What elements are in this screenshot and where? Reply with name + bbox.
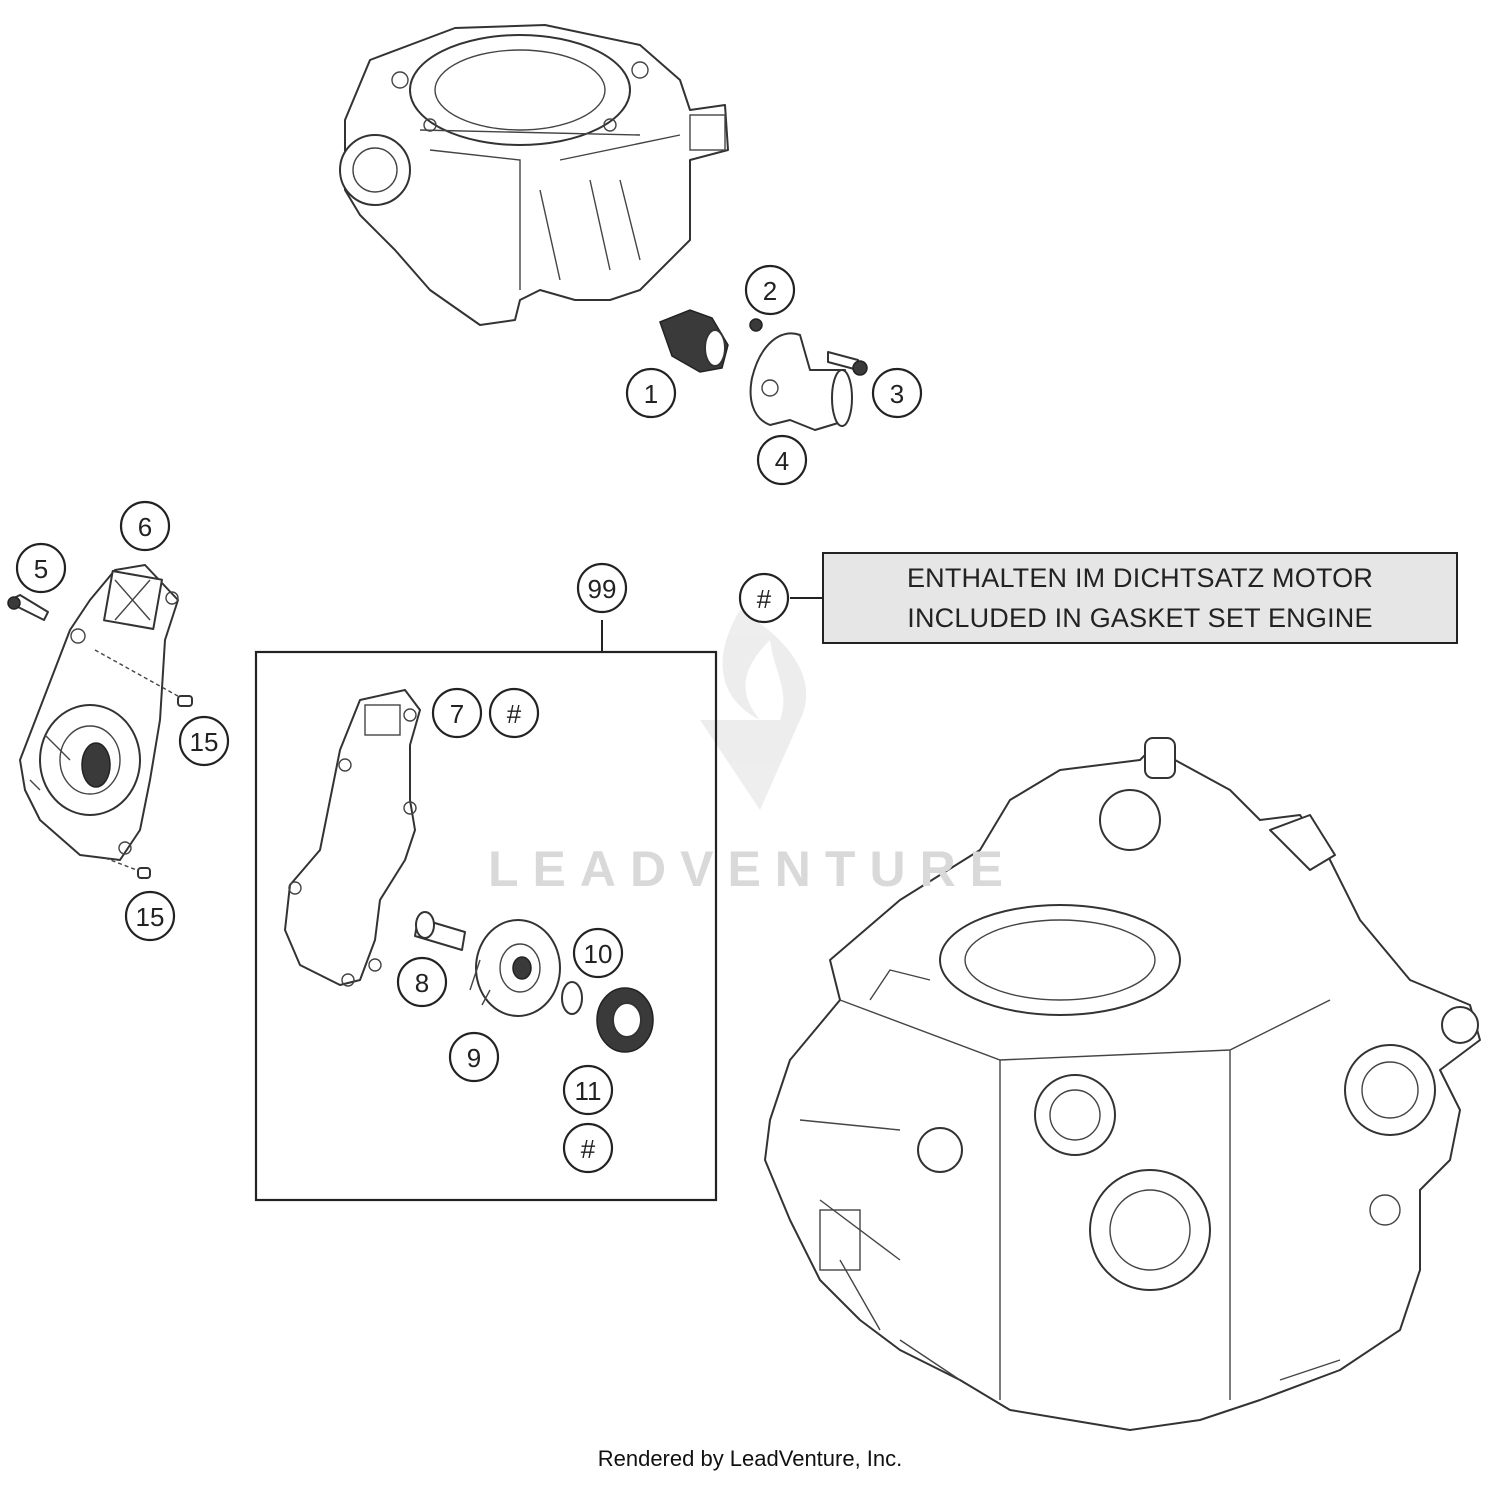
water-pump-cover-drawing — [19, 564, 179, 861]
svg-text:1: 1 — [644, 379, 658, 409]
watermark-text: LEADVENTURE — [488, 841, 1018, 897]
legend-box: ENTHALTEN IM DICHTSATZ MOTOR INCLUDED IN… — [822, 552, 1458, 644]
svg-text:11: 11 — [575, 1076, 602, 1106]
callout-4[interactable]: 4 — [756, 434, 808, 486]
callout-10[interactable]: 10 — [572, 927, 624, 979]
gasket-7-drawing — [284, 689, 421, 987]
svg-text:#: # — [507, 699, 522, 729]
callout-5[interactable]: 5 — [15, 542, 67, 594]
callout-2[interactable]: 2 — [744, 264, 796, 316]
ring-10-drawing — [561, 981, 583, 1015]
callout-15-lower[interactable]: 15 — [124, 890, 176, 942]
dowel-pins-drawing — [94, 649, 193, 879]
svg-text:8: 8 — [415, 968, 429, 998]
thermostat-drawing — [659, 309, 868, 431]
screw-5-drawing — [7, 594, 49, 621]
callout-9[interactable]: 9 — [448, 1031, 500, 1083]
svg-text:#: # — [581, 1134, 596, 1164]
svg-text:#: # — [757, 584, 772, 614]
callout-8[interactable]: 8 — [396, 956, 448, 1008]
svg-text:15: 15 — [136, 902, 165, 932]
callout-11[interactable]: 11 — [562, 1064, 614, 1116]
svg-text:4: 4 — [775, 446, 789, 476]
callout-11-hash[interactable]: # — [562, 1122, 614, 1174]
svg-text:5: 5 — [34, 554, 48, 584]
callout-15-upper[interactable]: 15 — [178, 715, 230, 767]
shaft-8-drawing — [414, 911, 466, 951]
svg-text:99: 99 — [588, 574, 617, 604]
watermark-logo — [700, 610, 807, 810]
kit-99-box — [254, 650, 718, 1202]
svg-text:3: 3 — [890, 379, 904, 409]
seal-11-drawing — [596, 987, 654, 1053]
svg-text:9: 9 — [467, 1043, 481, 1073]
callout-3[interactable]: 3 — [871, 367, 923, 419]
svg-text:6: 6 — [138, 512, 152, 542]
svg-text:2: 2 — [763, 276, 777, 306]
callout-1[interactable]: 1 — [625, 367, 677, 419]
engine-crankcase-drawing — [764, 737, 1481, 1431]
svg-text:10: 10 — [584, 939, 613, 969]
callout-6[interactable]: 6 — [119, 500, 171, 552]
render-credit: Rendered by LeadVenture, Inc. — [597, 1446, 903, 1471]
svg-text:7: 7 — [450, 699, 464, 729]
callout-7-hash[interactable]: # — [488, 687, 540, 739]
cylinder-drawing — [339, 24, 729, 326]
callout-7[interactable]: 7 — [431, 687, 483, 739]
callout-legend-hash[interactable]: # — [738, 572, 790, 624]
callout-99[interactable]: 99 — [576, 562, 628, 614]
svg-text:15: 15 — [190, 727, 219, 757]
legend-line-en: INCLUDED IN GASKET SET ENGINE — [907, 603, 1373, 633]
legend-line-de: ENTHALTEN IM DICHTSATZ MOTOR — [906, 563, 1374, 593]
impeller-9-drawing — [469, 919, 561, 1017]
